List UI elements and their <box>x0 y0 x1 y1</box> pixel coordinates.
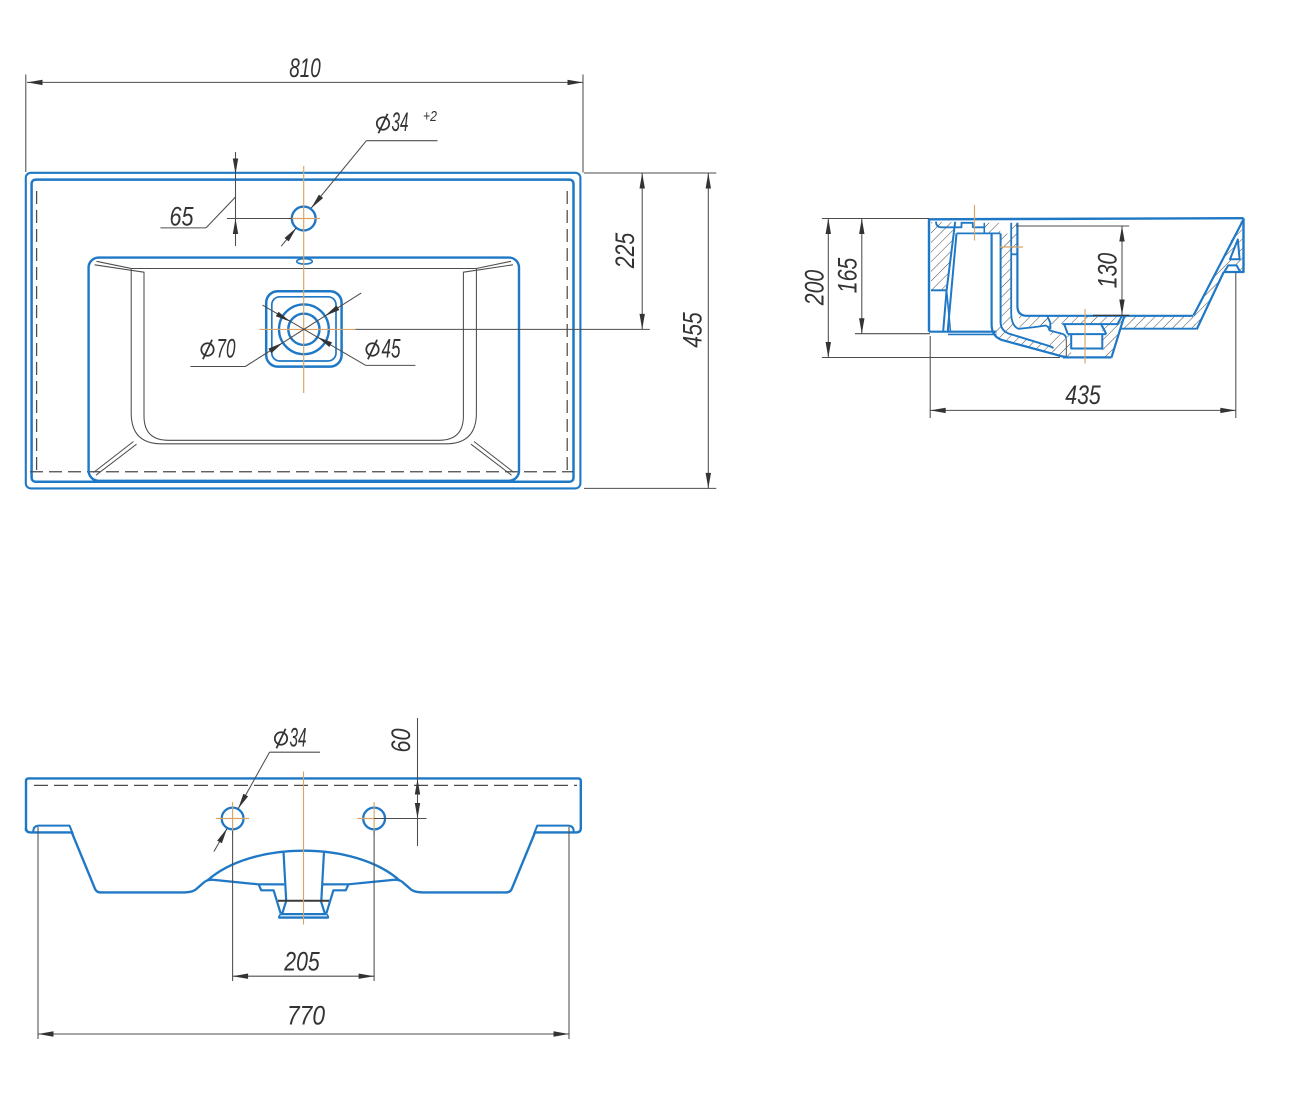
svg-text:70: 70 <box>217 334 236 364</box>
svg-text:810: 810 <box>289 53 321 83</box>
svg-text:455: 455 <box>678 311 708 347</box>
svg-text:34: 34 <box>392 107 409 137</box>
svg-text:205: 205 <box>283 947 320 977</box>
svg-text:60: 60 <box>386 729 416 753</box>
svg-text:200: 200 <box>800 270 830 306</box>
svg-text:130: 130 <box>1093 253 1123 289</box>
svg-text:+2: +2 <box>423 108 438 125</box>
svg-text:770: 770 <box>287 1001 325 1031</box>
svg-text:65: 65 <box>170 202 195 232</box>
svg-text:34: 34 <box>290 723 307 753</box>
svg-text:45: 45 <box>382 334 402 364</box>
svg-text:435: 435 <box>1065 380 1101 410</box>
svg-text:225: 225 <box>610 232 640 269</box>
svg-text:165: 165 <box>833 257 863 293</box>
